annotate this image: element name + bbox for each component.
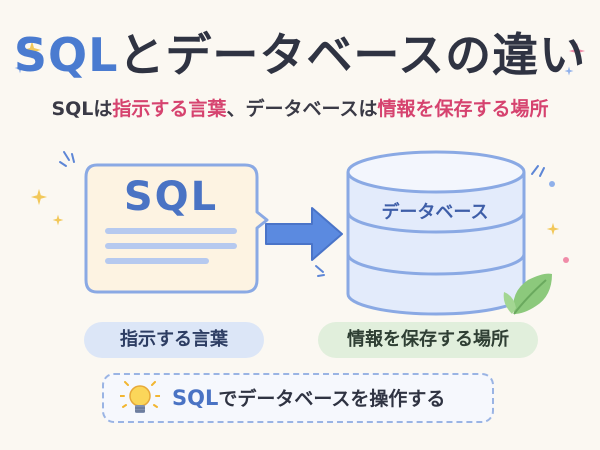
sparkle-icon (546, 222, 560, 236)
sparkle-icon (14, 62, 26, 74)
sparkle-icon (30, 188, 48, 206)
speech-document-icon (84, 163, 269, 294)
dot-icon (563, 257, 569, 263)
lightbulb-icon (120, 381, 160, 413)
title-sql: SQL (13, 28, 119, 82)
database-caption: 情報を保存する場所 (318, 322, 538, 358)
dot-icon (549, 181, 555, 187)
leaf-icon (503, 273, 552, 315)
database-label: データベース (381, 202, 489, 223)
subtitle-part-1: SQLは (51, 98, 113, 120)
sql-caption: 指示する言葉 (84, 322, 264, 358)
summary-text: SQLでデータベースを操作する (172, 375, 445, 422)
sql-card-label: SQL (123, 174, 219, 220)
sparkle-icon (568, 42, 586, 60)
arrow-right-icon (265, 207, 343, 261)
sparkle-icon (23, 41, 41, 59)
summary-rest: でデータベースを操作する (218, 388, 446, 410)
subtitle-part-2: 指示する言葉 (112, 98, 227, 120)
summary-sql: SQL (172, 386, 219, 410)
sparkle-icon (52, 214, 64, 226)
page-title: SQLとデータベースの違い (0, 26, 600, 84)
sql-card: SQL (83, 162, 269, 296)
title-rest: とデータベースの違い (118, 28, 587, 82)
subtitle-part-4: 情報を保存する場所 (377, 98, 549, 120)
motion-lines-icon (59, 151, 75, 167)
summary-box: SQLでデータベースを操作する (102, 373, 494, 423)
sparkle-icon (564, 66, 574, 76)
motion-lines-icon (315, 265, 325, 277)
subtitle-part-3: 、データベースは (226, 98, 378, 120)
subtitle: SQLは指示する言葉、データベースは情報を保存する場所 (0, 96, 600, 122)
motion-lines-icon (531, 165, 545, 177)
